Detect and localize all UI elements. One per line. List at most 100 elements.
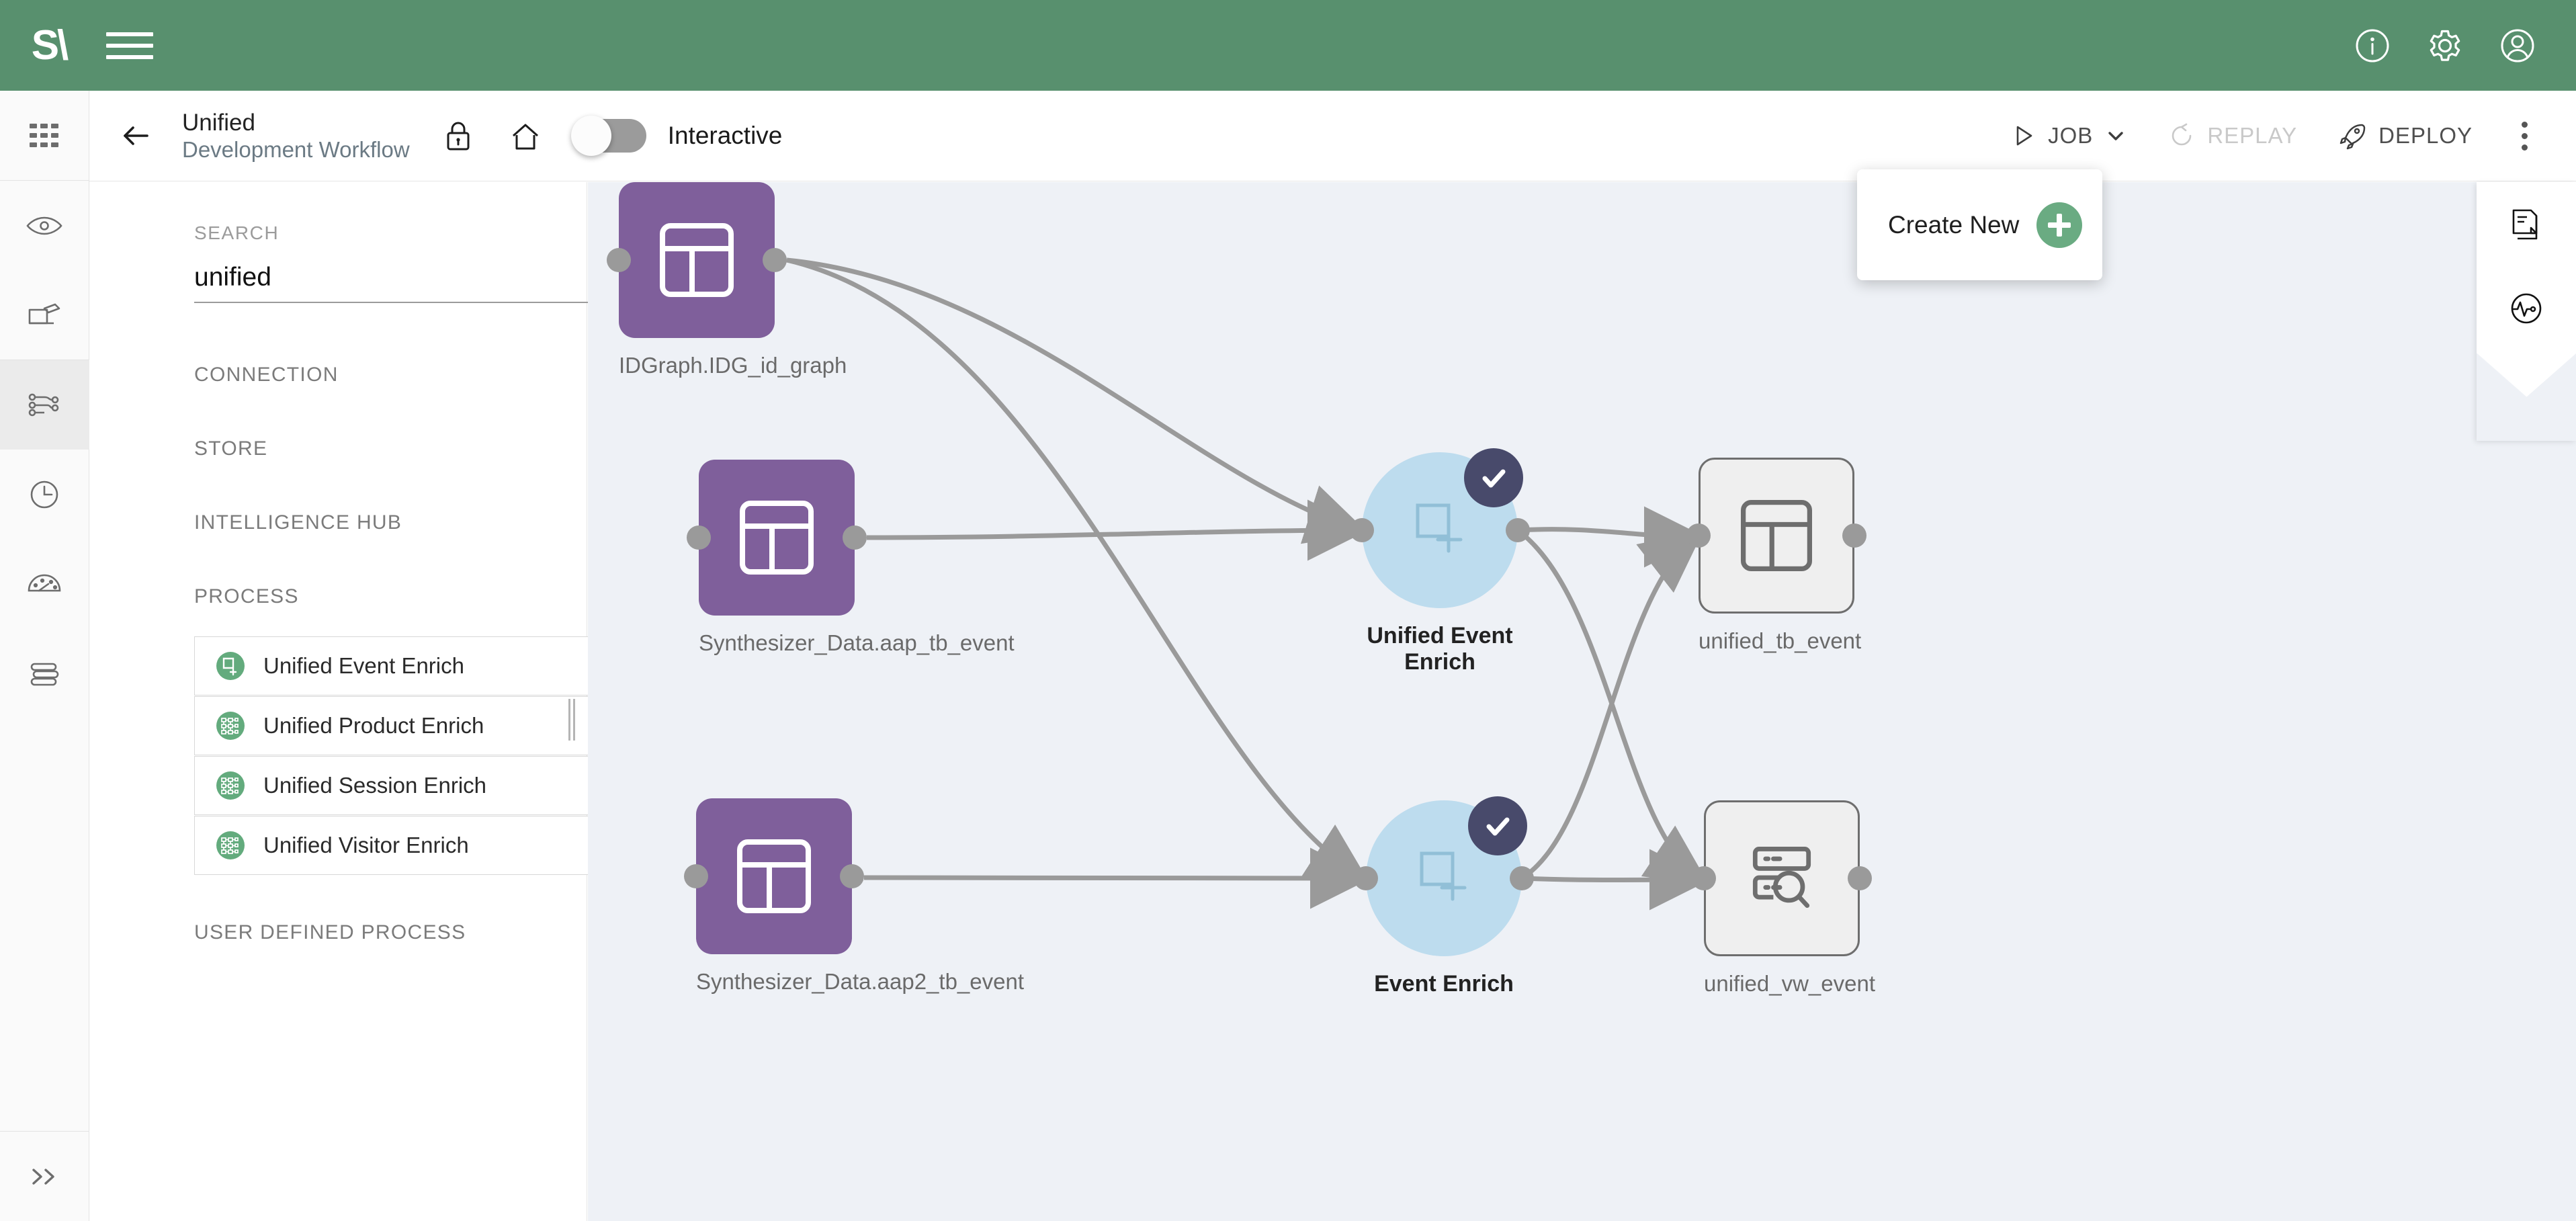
sidebar-item-edit[interactable] xyxy=(0,270,89,360)
topbar-icon-group xyxy=(2352,25,2538,67)
list-item[interactable]: Unified Product Enrich xyxy=(194,696,646,755)
section-label: STORE xyxy=(194,437,268,460)
sidebar-item-dashboard[interactable] xyxy=(0,539,89,628)
sidebar-section-process[interactable]: PROCESS xyxy=(194,560,658,634)
hamburger-bar xyxy=(106,54,153,59)
home-icon[interactable] xyxy=(507,117,544,155)
workflow-action-group: JOB REPLAY DEPLOY xyxy=(1989,112,2544,160)
canvas-node-event-enrich[interactable]: Event Enrich xyxy=(1354,796,1534,997)
sidebar-item-apps[interactable] xyxy=(0,91,89,180)
handle-line xyxy=(568,699,570,741)
workflow-canvas[interactable]: IDGraph.IDG_id_graph Synthesizer_Data.aa… xyxy=(588,182,2576,1221)
list-item[interactable]: Unified Event Enrich xyxy=(194,636,646,696)
node-shape xyxy=(1704,800,1860,956)
node-port-out[interactable] xyxy=(1848,866,1872,890)
sidebar-item-workflow[interactable] xyxy=(0,360,89,450)
create-new-dropdown[interactable]: Create New xyxy=(1857,169,2102,280)
node-port-in[interactable] xyxy=(607,248,631,272)
enrich-network-grid-icon xyxy=(214,769,247,802)
more-vertical-icon[interactable] xyxy=(2505,115,2544,157)
node-shape xyxy=(619,182,775,338)
handle-line xyxy=(573,699,575,741)
view-search-icon xyxy=(1752,847,1811,909)
plus-circle-icon[interactable] xyxy=(2036,202,2083,248)
list-item[interactable]: Unified Visitor Enrich xyxy=(194,816,646,875)
node-port-out[interactable] xyxy=(840,864,864,888)
rail-divider xyxy=(0,180,89,181)
node-label: Unified Event Enrich xyxy=(1367,623,1513,675)
table-layout-icon xyxy=(740,501,814,575)
back-arrow-icon[interactable] xyxy=(115,115,157,157)
canvas-node-unified-event-enrich[interactable]: Unified Event Enrich xyxy=(1350,448,1530,676)
edge-ee-tb xyxy=(1520,531,1704,880)
node-label: unified_tb_event xyxy=(1699,628,1862,653)
list-item-label: Unified Event Enrich xyxy=(263,653,464,678)
check-circle-icon xyxy=(1486,817,1510,836)
user-account-icon[interactable] xyxy=(2497,25,2538,67)
sidebar-item-view[interactable] xyxy=(0,181,89,270)
node-port-in[interactable] xyxy=(1692,866,1716,890)
job-button[interactable]: JOB xyxy=(1989,113,2147,159)
hamburger-bar xyxy=(106,32,153,36)
node-port-in[interactable] xyxy=(1350,518,1374,542)
enrich-square-plus-icon xyxy=(1416,503,1463,553)
deploy-button[interactable]: DEPLOY xyxy=(2317,112,2493,160)
section-label: INTELLIGENCE HUB xyxy=(194,511,402,534)
node-port-out[interactable] xyxy=(763,248,787,272)
node-shape xyxy=(1699,458,1854,614)
sidebar-section-user-defined-process[interactable]: USER DEFINED PROCESS xyxy=(194,896,658,970)
left-filter-panel: SEARCH CONNECTION STORE xyxy=(90,182,658,1221)
notes-document-icon[interactable] xyxy=(2477,182,2576,266)
workflow-toolbar: Unified Development Workflow Interactive xyxy=(89,91,2576,181)
interactive-toggle-label: Interactive xyxy=(667,122,783,149)
brand-logo[interactable]: S\ xyxy=(31,22,69,69)
replay-button[interactable]: REPLAY xyxy=(2147,112,2317,159)
edge-idgraph-uee xyxy=(786,257,1369,544)
canvas-node-idgraph[interactable]: IDGraph.IDG_id_graph xyxy=(607,182,847,378)
panel-resize-handle[interactable] xyxy=(568,699,579,741)
node-port-out[interactable] xyxy=(1842,523,1866,548)
create-new-label: Create New xyxy=(1888,210,2020,239)
search-input[interactable] xyxy=(194,263,621,292)
node-port-out[interactable] xyxy=(1510,866,1534,890)
node-shape xyxy=(699,460,855,616)
hamburger-menu-icon[interactable] xyxy=(106,22,153,69)
node-port-in[interactable] xyxy=(684,864,708,888)
node-shape xyxy=(696,798,852,954)
enrich-network-grid-icon xyxy=(214,829,247,862)
node-shape xyxy=(1366,796,1527,956)
node-port-in[interactable] xyxy=(1686,523,1711,548)
node-port-out[interactable] xyxy=(1506,518,1530,542)
sidebar-section-connection[interactable]: CONNECTION xyxy=(194,338,658,412)
hamburger-bar xyxy=(106,43,153,48)
node-port-in[interactable] xyxy=(1354,866,1378,890)
canvas-node-unified-tb-event[interactable]: unified_tb_event xyxy=(1686,458,1866,654)
sidebar-item-history[interactable] xyxy=(0,450,89,539)
status-badge xyxy=(1464,448,1523,507)
node-port-out[interactable] xyxy=(843,525,867,550)
list-item[interactable]: Unified Session Enrich xyxy=(194,756,646,815)
interactive-toggle[interactable] xyxy=(570,116,646,156)
panel-gap xyxy=(194,876,482,896)
table-layout-icon xyxy=(737,839,811,913)
canvas-node-aap2[interactable]: Synthesizer_Data.aap2_tb_event xyxy=(684,798,1024,995)
right-tool-panel xyxy=(2477,182,2576,441)
workflow-edges xyxy=(786,257,1711,911)
kebab-dot xyxy=(2521,121,2528,128)
node-label: IDGraph.IDG_id_graph xyxy=(619,353,847,378)
section-label: CONNECTION xyxy=(194,364,339,386)
settings-gear-icon[interactable] xyxy=(2424,25,2466,67)
monitor-pulse-icon[interactable] xyxy=(2477,266,2576,350)
canvas-node-unified-vw-event[interactable]: unified_vw_event xyxy=(1692,800,1875,997)
enrich-square-plus-icon xyxy=(214,649,247,683)
panel-corner-fold xyxy=(2477,353,2576,441)
top-app-bar: S\ xyxy=(0,0,2576,91)
lock-icon[interactable] xyxy=(439,117,477,155)
sidebar-section-intelligence-hub[interactable]: INTELLIGENCE HUB xyxy=(194,486,658,560)
expand-chevrons-icon[interactable] xyxy=(0,1132,89,1221)
node-port-in[interactable] xyxy=(687,525,711,550)
info-icon[interactable] xyxy=(2352,25,2393,67)
sidebar-item-layers[interactable] xyxy=(0,628,89,718)
kebab-dot xyxy=(2521,132,2528,139)
canvas-node-aap[interactable]: Synthesizer_Data.aap_tb_event xyxy=(687,460,1015,656)
